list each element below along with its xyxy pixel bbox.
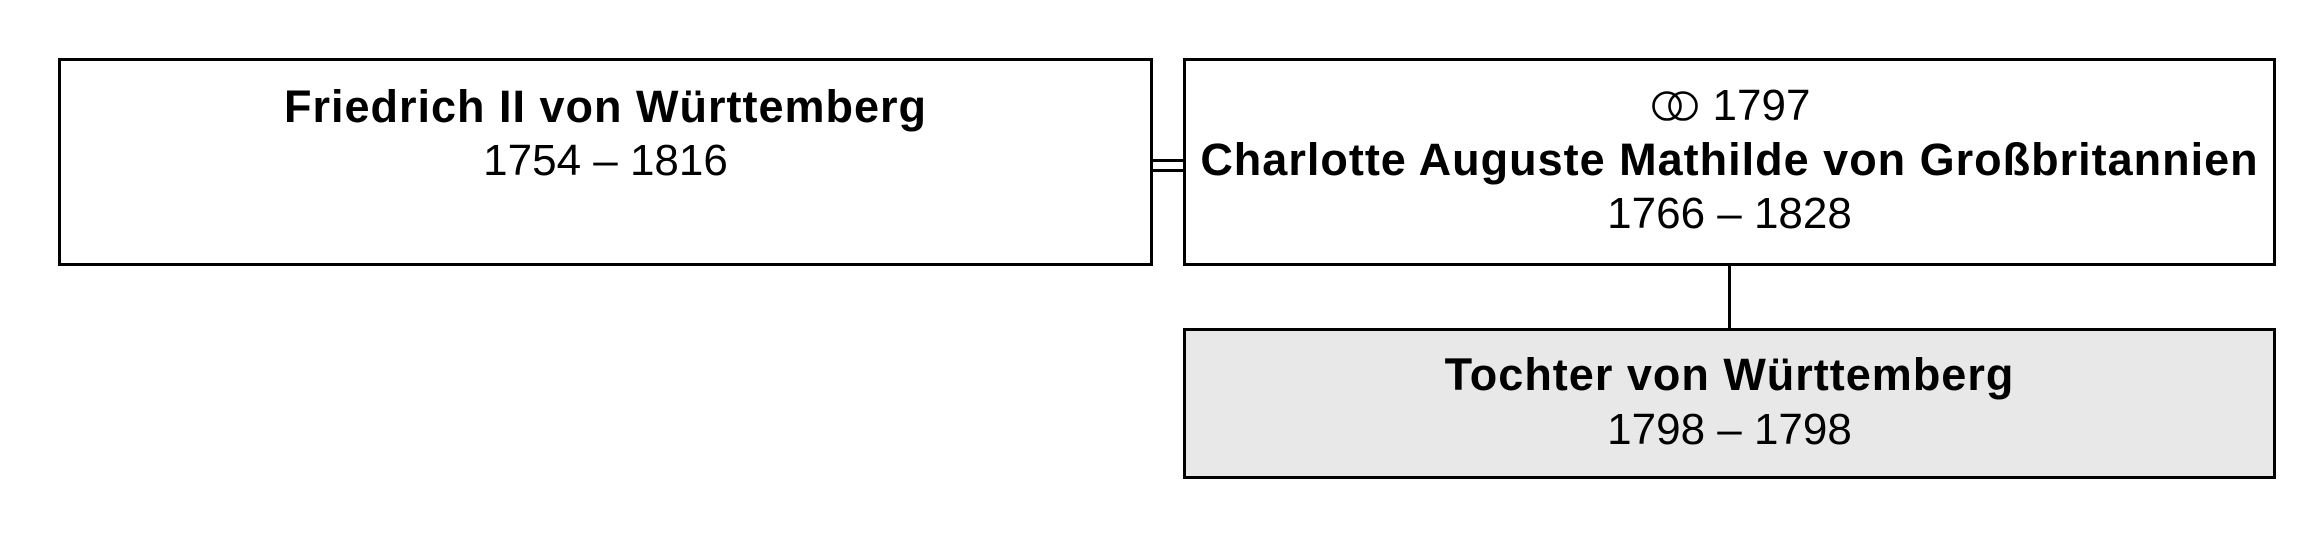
person-box-spouse[interactable]: 1797 Charlotte Auguste Mathilde von Groß… xyxy=(1183,58,2276,266)
parent-child-connector-line xyxy=(1728,266,1731,330)
person-name: Charlotte Auguste Mathilde von Großbrita… xyxy=(1200,134,2259,185)
person-dates: 1766 – 1828 xyxy=(1607,189,1852,238)
person-name: Tochter von Württemberg xyxy=(1444,349,2015,400)
person-box-child[interactable]: Tochter von Württemberg 1798 – 1798 xyxy=(1183,328,2276,479)
person-name: Friedrich II von Württemberg xyxy=(283,81,928,132)
person-box-father[interactable]: Friedrich II von Württemberg 1754 – 1816 xyxy=(58,58,1153,266)
person-dates: 1754 – 1816 xyxy=(483,136,728,185)
marriage-connector-line xyxy=(1153,159,1186,162)
marriage-info: 1797 xyxy=(1186,81,2273,131)
marriage-connector-line xyxy=(1153,169,1186,172)
marriage-rings-icon xyxy=(1651,91,1698,121)
person-dates: 1798 – 1798 xyxy=(1607,405,1852,454)
marriage-year: 1797 xyxy=(1712,81,1811,130)
